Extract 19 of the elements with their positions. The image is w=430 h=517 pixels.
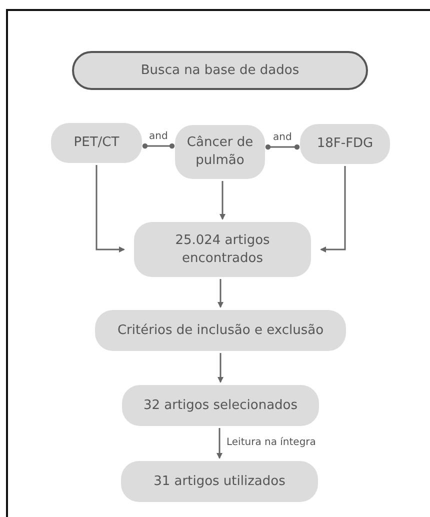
process-box: 31 artigos utilizados — [121, 461, 318, 502]
edge-label: and — [148, 131, 169, 142]
arrow — [320, 166, 346, 252]
process-box: 32 artigos selecionados — [122, 385, 319, 426]
process-box: 25.024 artigos encontrados — [134, 222, 311, 277]
arrow — [218, 279, 224, 308]
connector-line — [142, 143, 175, 149]
arrow — [220, 181, 226, 220]
process-box: PET/CT — [51, 123, 142, 163]
arrow — [218, 353, 224, 383]
process-box: Câncer de pulmão — [175, 125, 265, 179]
arrow — [96, 165, 125, 252]
process-box: Critérios de inclusão e exclusão — [95, 310, 346, 351]
process-box: 18F-FDG — [300, 124, 390, 164]
connector-line — [265, 144, 300, 150]
edge-label: Leitura na íntegra — [226, 437, 317, 448]
arrow — [216, 428, 222, 459]
edge-label: and — [272, 132, 293, 143]
start-pill: Busca na base de dados — [72, 51, 368, 90]
